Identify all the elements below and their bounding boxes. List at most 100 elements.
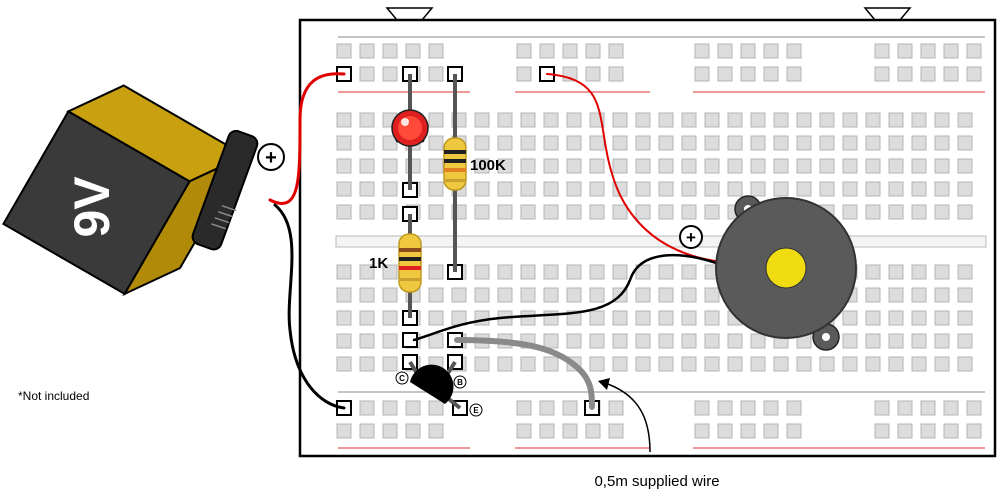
breadboard-hole <box>957 135 973 151</box>
transistor-pin-labels: C B E <box>395 371 483 417</box>
breadboard-hole <box>842 181 858 197</box>
breadboard-hole <box>336 264 352 280</box>
breadboard-hole <box>786 66 802 82</box>
breadboard-hole <box>359 333 375 349</box>
breadboard-hole <box>740 423 756 439</box>
breadboard-hole <box>740 43 756 59</box>
breadboard-hole <box>704 204 720 220</box>
breadboard-hole <box>428 287 444 303</box>
breadboard-hole <box>520 158 536 174</box>
breadboard-hole <box>543 264 559 280</box>
breadboard-hole <box>681 204 697 220</box>
breadboard-hole <box>717 423 733 439</box>
breadboard-hole <box>957 204 973 220</box>
transistor-c-label: C <box>399 374 405 383</box>
breadboard-hole <box>608 43 624 59</box>
breadboard-hole <box>336 423 352 439</box>
breadboard-hole <box>520 112 536 128</box>
breadboard-hole <box>957 181 973 197</box>
breadboard-hole <box>920 423 936 439</box>
breadboard-hole <box>681 356 697 372</box>
breadboard-hole <box>694 43 710 59</box>
breadboard-hole <box>566 204 582 220</box>
breadboard-hole <box>585 66 601 82</box>
breadboard-hole <box>336 356 352 372</box>
breadboard-hole <box>943 66 959 82</box>
breadboard-hole <box>543 158 559 174</box>
battery-9v-icon: 9V <box>2 84 259 297</box>
breadboard-hole <box>428 333 444 349</box>
breadboard-hole <box>727 158 743 174</box>
breadboard-hole <box>934 356 950 372</box>
breadboard-hole <box>336 204 352 220</box>
breadboard-hole <box>763 43 779 59</box>
breadboard-hole <box>740 400 756 416</box>
breadboard-hole <box>474 181 490 197</box>
transistor-b-label: B <box>457 378 463 387</box>
breadboard-hole <box>957 333 973 349</box>
breadboard-hole <box>750 356 766 372</box>
breadboard-hole <box>658 287 674 303</box>
breadboard-hole <box>474 112 490 128</box>
breadboard-hole <box>874 66 890 82</box>
breadboard-hole <box>934 333 950 349</box>
breadboard-hole <box>382 287 398 303</box>
breadboard-hole <box>681 112 697 128</box>
breadboard-hole <box>966 400 982 416</box>
wires <box>268 72 724 410</box>
breadboard-hole <box>543 181 559 197</box>
breadboard-hole <box>934 264 950 280</box>
board-tab-right <box>863 7 912 21</box>
breadboard-hole <box>520 264 536 280</box>
breadboard-hole <box>566 135 582 151</box>
resistor-100k-label: 100K <box>470 157 506 174</box>
breadboard-hole <box>704 333 720 349</box>
breadboard-hole <box>786 43 802 59</box>
breadboard-hole <box>451 287 467 303</box>
breadboard-hole <box>405 423 421 439</box>
breadboard-hole <box>382 135 398 151</box>
breadboard-hole <box>336 310 352 326</box>
breadboard-hole <box>865 264 881 280</box>
breadboard-hole <box>543 112 559 128</box>
breadboard-hole <box>681 333 697 349</box>
breadboard-hole <box>888 135 904 151</box>
breadboard-hole <box>658 356 674 372</box>
breadboard-hole <box>911 287 927 303</box>
breadboard-hole <box>474 356 490 372</box>
breadboard-hole <box>704 310 720 326</box>
breadboard-hole <box>428 400 444 416</box>
breadboard-hole <box>773 158 789 174</box>
breadboard-hole <box>382 264 398 280</box>
breadboard-hole <box>336 287 352 303</box>
breadboard-hole <box>566 310 582 326</box>
breadboard-hole <box>888 158 904 174</box>
resistor-1k <box>398 233 422 293</box>
breadboard-hole <box>359 181 375 197</box>
breadboard-hole <box>842 310 858 326</box>
breadboard-hole <box>819 135 835 151</box>
breadboard-hole <box>911 135 927 151</box>
breadboard-hole <box>888 333 904 349</box>
breadboard-hole <box>957 112 973 128</box>
breadboard-hole <box>796 356 812 372</box>
breadboard-hole <box>842 333 858 349</box>
breadboard-hole <box>874 400 890 416</box>
breadboard-hole <box>516 43 532 59</box>
breadboard-holes <box>336 43 982 439</box>
breadboard-hole <box>474 310 490 326</box>
battery-plus-label: + <box>265 147 277 169</box>
breadboard-hole <box>704 135 720 151</box>
breadboard-hole <box>874 423 890 439</box>
breadboard-hole <box>589 204 605 220</box>
breadboard-hole <box>543 356 559 372</box>
breadboard-hole <box>382 310 398 326</box>
breadboard-hole <box>585 423 601 439</box>
breadboard-hole <box>888 181 904 197</box>
breadboard-hole <box>428 423 444 439</box>
breadboard-hole <box>635 158 651 174</box>
breadboard-hole <box>635 112 651 128</box>
breadboard-hole <box>359 356 375 372</box>
breadboard-hole <box>865 158 881 174</box>
breadboard-hole <box>966 423 982 439</box>
